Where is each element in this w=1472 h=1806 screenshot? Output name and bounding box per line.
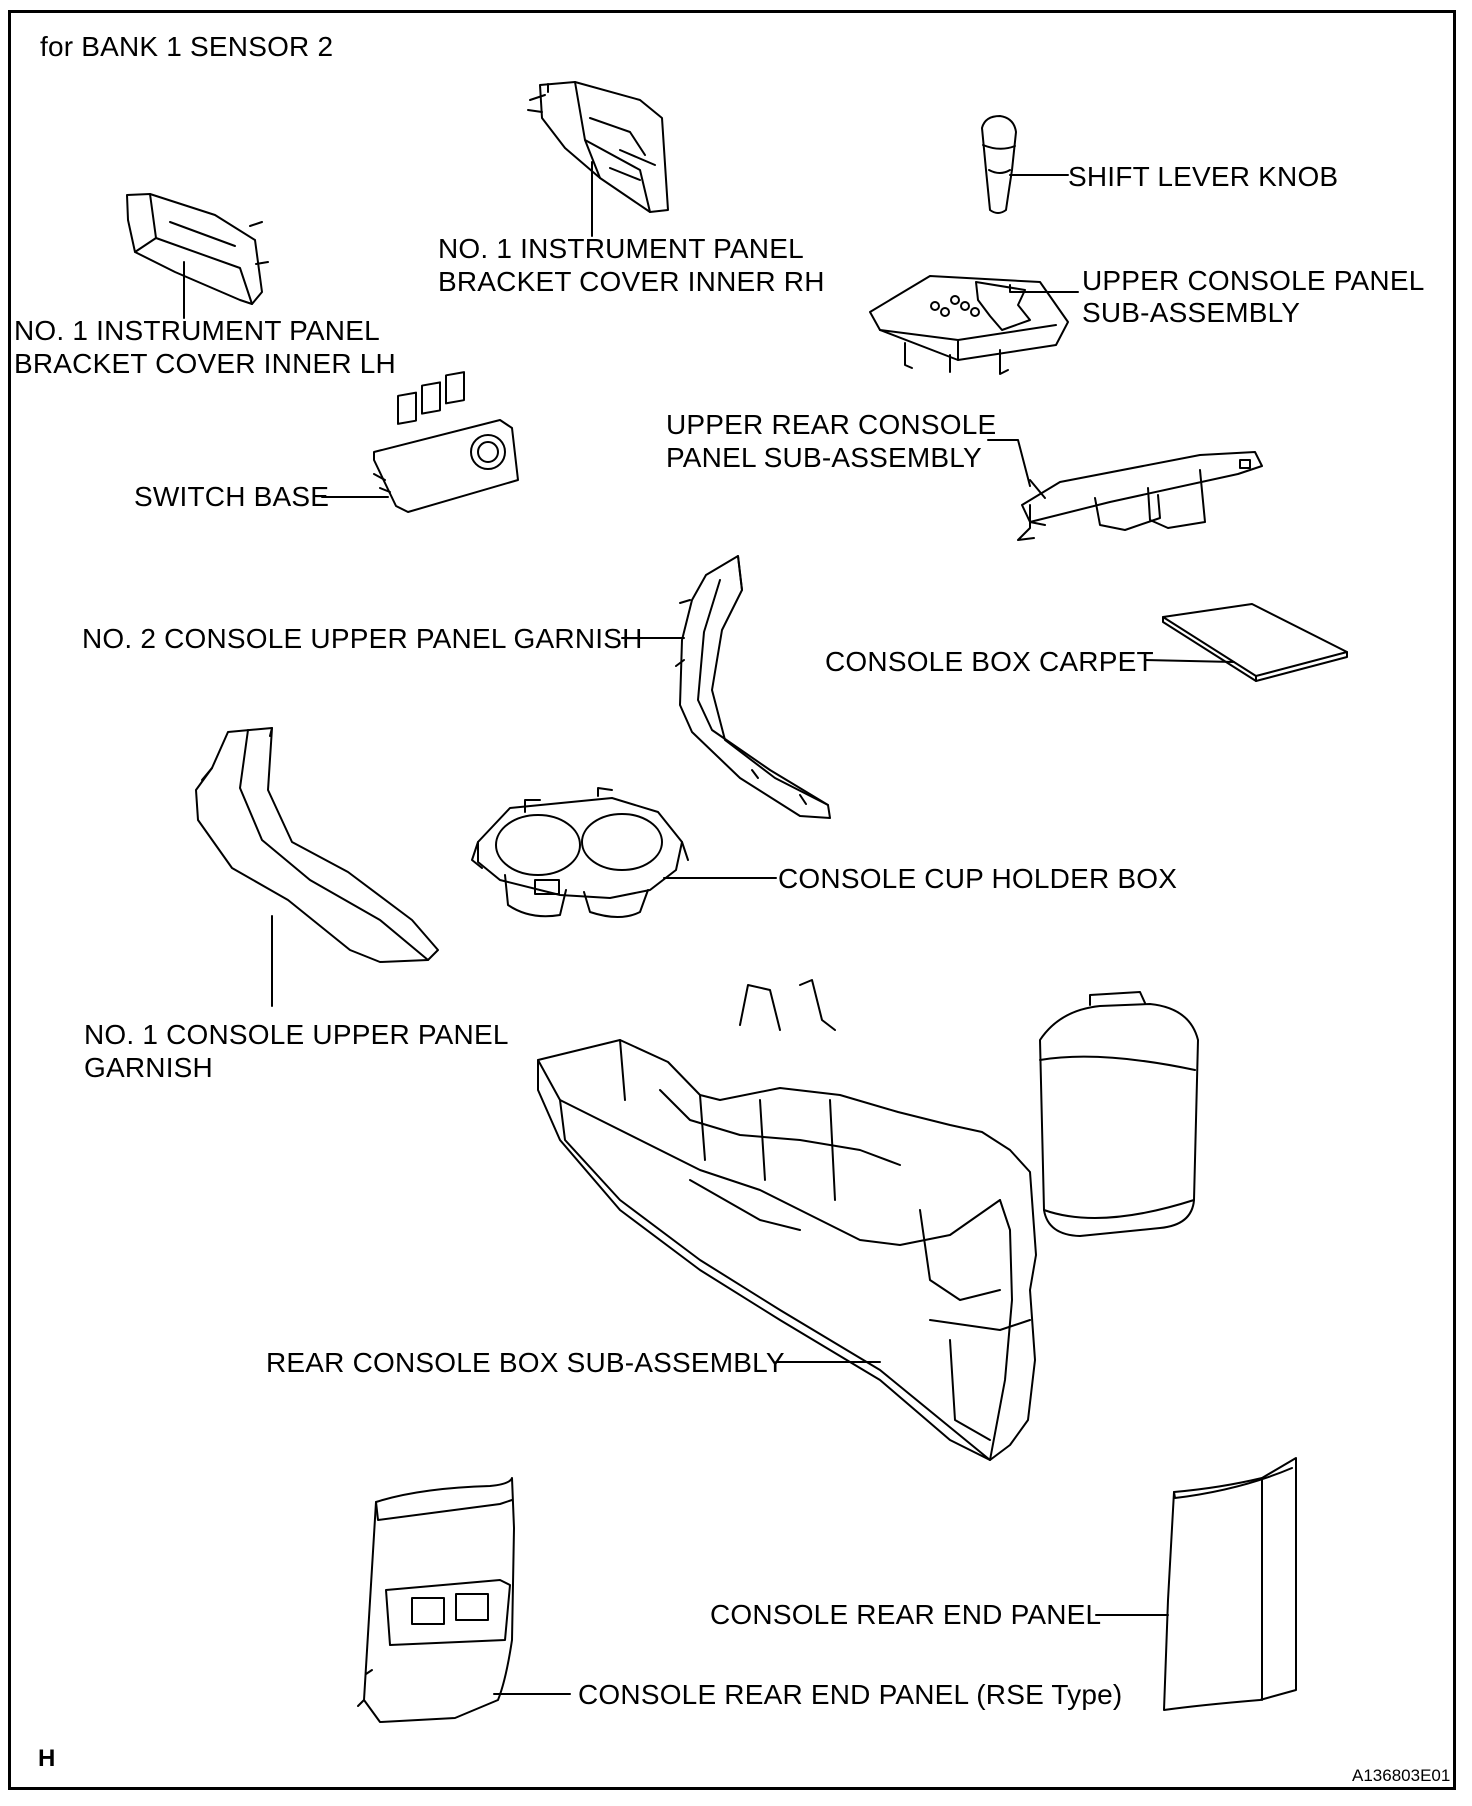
switch-base-part	[373, 371, 519, 513]
label-no1-console-garnish-1: NO. 1 CONSOLE UPPER PANEL	[84, 1019, 509, 1050]
no2-garnish-part	[675, 555, 831, 819]
upper-console-panel-part	[869, 275, 1069, 375]
rear-end-panel-part	[1163, 1457, 1297, 1711]
leader-carpet	[1144, 659, 1235, 663]
label-upper-rear-console-1: UPPER REAR CONSOLE	[666, 409, 997, 440]
figure-id: A136803E01	[1352, 1766, 1451, 1785]
label-no2-console-garnish: NO. 2 CONSOLE UPPER PANEL GARNISH	[82, 623, 643, 654]
leader-upper-rear-console	[987, 439, 1031, 487]
label-console-box-carpet: CONSOLE BOX CARPET	[825, 646, 1154, 677]
label-rear-end-panel: CONSOLE REAR END PANEL	[710, 1599, 1102, 1630]
label-cup-holder-box: CONSOLE CUP HOLDER BOX	[778, 863, 1178, 894]
label-bracket-cover-lh-2: BRACKET COVER INNER LH	[14, 348, 396, 379]
corner-letter: H	[38, 1745, 56, 1772]
no1-garnish-part	[195, 727, 439, 963]
bracket-cover-rh-part	[527, 81, 669, 213]
label-upper-console-panel-1: UPPER CONSOLE PANEL	[1082, 265, 1425, 296]
armrest-part	[1039, 991, 1199, 1237]
diagram-frame	[8, 10, 1456, 1790]
label-bracket-cover-rh-2: BRACKET COVER INNER RH	[438, 266, 825, 297]
rear-console-box-part	[537, 979, 1037, 1461]
cup-holder-part	[471, 787, 689, 918]
label-no1-console-garnish-2: GARNISH	[84, 1052, 213, 1083]
label-bracket-cover-lh-1: NO. 1 INSTRUMENT PANEL	[14, 315, 380, 346]
rear-end-panel-rse-part	[357, 1477, 515, 1723]
leader-upper-console	[1009, 284, 1079, 293]
label-bracket-cover-rh-1: NO. 1 INSTRUMENT PANEL	[438, 233, 804, 264]
bracket-cover-lh-part	[126, 193, 269, 305]
label-upper-rear-console-2: PANEL SUB-ASSEMBLY	[666, 442, 982, 473]
label-rear-end-panel-rse: CONSOLE REAR END PANEL (RSE Type)	[578, 1679, 1123, 1710]
label-switch-base: SWITCH BASE	[134, 481, 330, 512]
label-upper-console-panel-2: SUB-ASSEMBLY	[1082, 297, 1301, 328]
upper-rear-console-part	[1017, 451, 1263, 541]
label-shift-lever-knob: SHIFT LEVER KNOB	[1068, 161, 1339, 192]
label-rear-console-box: REAR CONSOLE BOX SUB-ASSEMBLY	[266, 1347, 785, 1378]
carpet-part	[1162, 603, 1348, 682]
diagram-condition-label: for BANK 1 SENSOR 2	[40, 31, 334, 62]
shift-knob-part	[981, 115, 1017, 214]
